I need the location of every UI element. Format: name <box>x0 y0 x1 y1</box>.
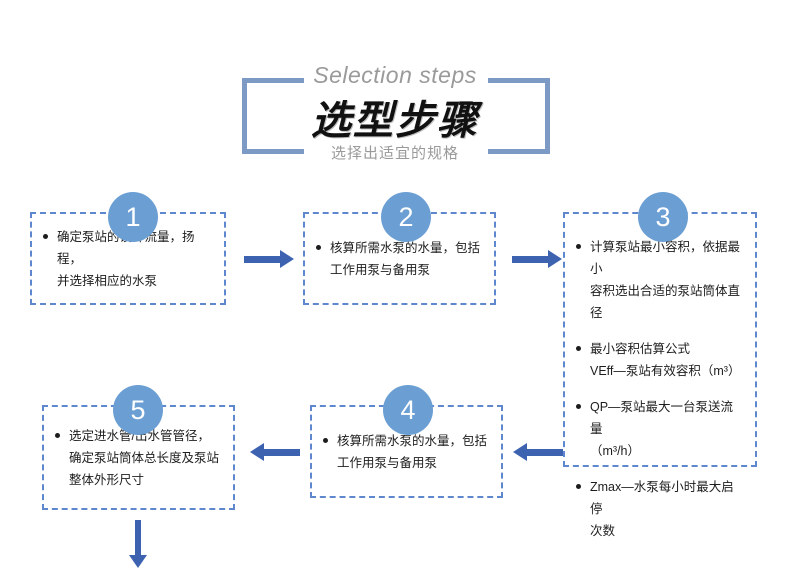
bullet-line-2: 确定泵站筒体总长度及泵站 <box>69 450 220 465</box>
arrow-step3-to-step4-icon <box>513 443 563 461</box>
bullet-line-2: 工作用泵与备用泵 <box>330 262 431 277</box>
header-frame-bracket-left <box>242 78 304 154</box>
header-title-english: Selection steps <box>313 62 477 88</box>
page-title: 选型步骤 <box>311 98 479 144</box>
step-box-3[interactable]: 计算泵站最小容积，依据最小 容积选出合适的泵站筒体直径 最小容积估算公式 VEf… <box>563 212 757 538</box>
bullet-line-1: 最小容积估算公式 <box>590 342 691 356</box>
bullet-line-2: 容积选出合适的泵站筒体直径 <box>590 284 741 320</box>
step-number-badge-2: 2 <box>381 192 431 242</box>
bullet-line-1: 核算所需水泵的水量，包括 <box>330 240 481 255</box>
header-subtitle: 选择出适宜的规格 <box>330 145 459 162</box>
header-frame-bracket-right <box>488 78 550 154</box>
bullet-line-1: 核算所需水泵的水量，包括 <box>337 433 488 448</box>
step-number-badge-3: 3 <box>638 192 688 242</box>
bullet-line-2: 次数 <box>590 524 616 538</box>
bullet-item: 选定进水管/出水管管径， 确定泵站筒体总长度及泵站 整体外形尺寸 <box>54 425 221 491</box>
step-box-4-content: 核算所需水泵的水量，包括 工作用泵与备用泵 <box>312 407 501 496</box>
step-box-5-content: 选定进水管/出水管管径， 确定泵站筒体总长度及泵站 整体外形尺寸 <box>44 407 233 508</box>
bullet-item: 核算所需水泵的水量，包括 工作用泵与备用泵 <box>315 237 482 281</box>
step-number-badge-1: 1 <box>108 192 158 242</box>
bullet-item: 最小容积估算公式 VEff—泵站有效容积（m³） <box>575 338 743 382</box>
step-box-2-content: 核算所需水泵的水量，包括 工作用泵与备用泵 <box>305 214 494 303</box>
bullet-item: QP—泵站最大一台泵送流量 （m³/h） <box>575 396 743 462</box>
bullet-line-2: 并选择相应的水泵 <box>57 273 158 288</box>
step-number-badge-4: 4 <box>383 385 433 435</box>
bullet-line-1: 选定进水管/出水管管径， <box>69 428 210 443</box>
page-header: Selection steps 选型步骤 选择出适宜的规格 <box>0 0 790 175</box>
bullet-line-2: VEff—泵站有效容积（m³） <box>590 364 741 378</box>
bullet-line-1: QP—泵站最大一台泵送流量 <box>590 400 734 436</box>
bullet-item: 计算泵站最小容积，依据最小 容积选出合适的泵站筒体直径 <box>575 236 743 324</box>
bullet-line-2: 工作用泵与备用泵 <box>337 455 438 470</box>
bullet-line-1: Zmax—水泵每小时最大启停 <box>590 480 734 516</box>
bullet-line-1: 计算泵站最小容积，依据最小 <box>590 240 741 276</box>
bullet-item: Zmax—水泵每小时最大启停 次数 <box>575 476 743 542</box>
arrow-step4-to-step5-icon <box>250 443 300 461</box>
arrow-step5-to-next-icon <box>129 520 147 568</box>
step-number-badge-5: 5 <box>113 385 163 435</box>
step-box-3-content: 计算泵站最小容积，依据最小 容积选出合适的泵站筒体直径 最小容积估算公式 VEf… <box>565 214 755 538</box>
arrow-step2-to-step3-icon <box>512 250 562 268</box>
bullet-item: 核算所需水泵的水量，包括 工作用泵与备用泵 <box>322 430 489 474</box>
bullet-line-3: 整体外形尺寸 <box>69 472 145 487</box>
bullet-line-2: （m³/h） <box>590 444 641 458</box>
arrow-step1-to-step2-icon <box>244 250 294 268</box>
